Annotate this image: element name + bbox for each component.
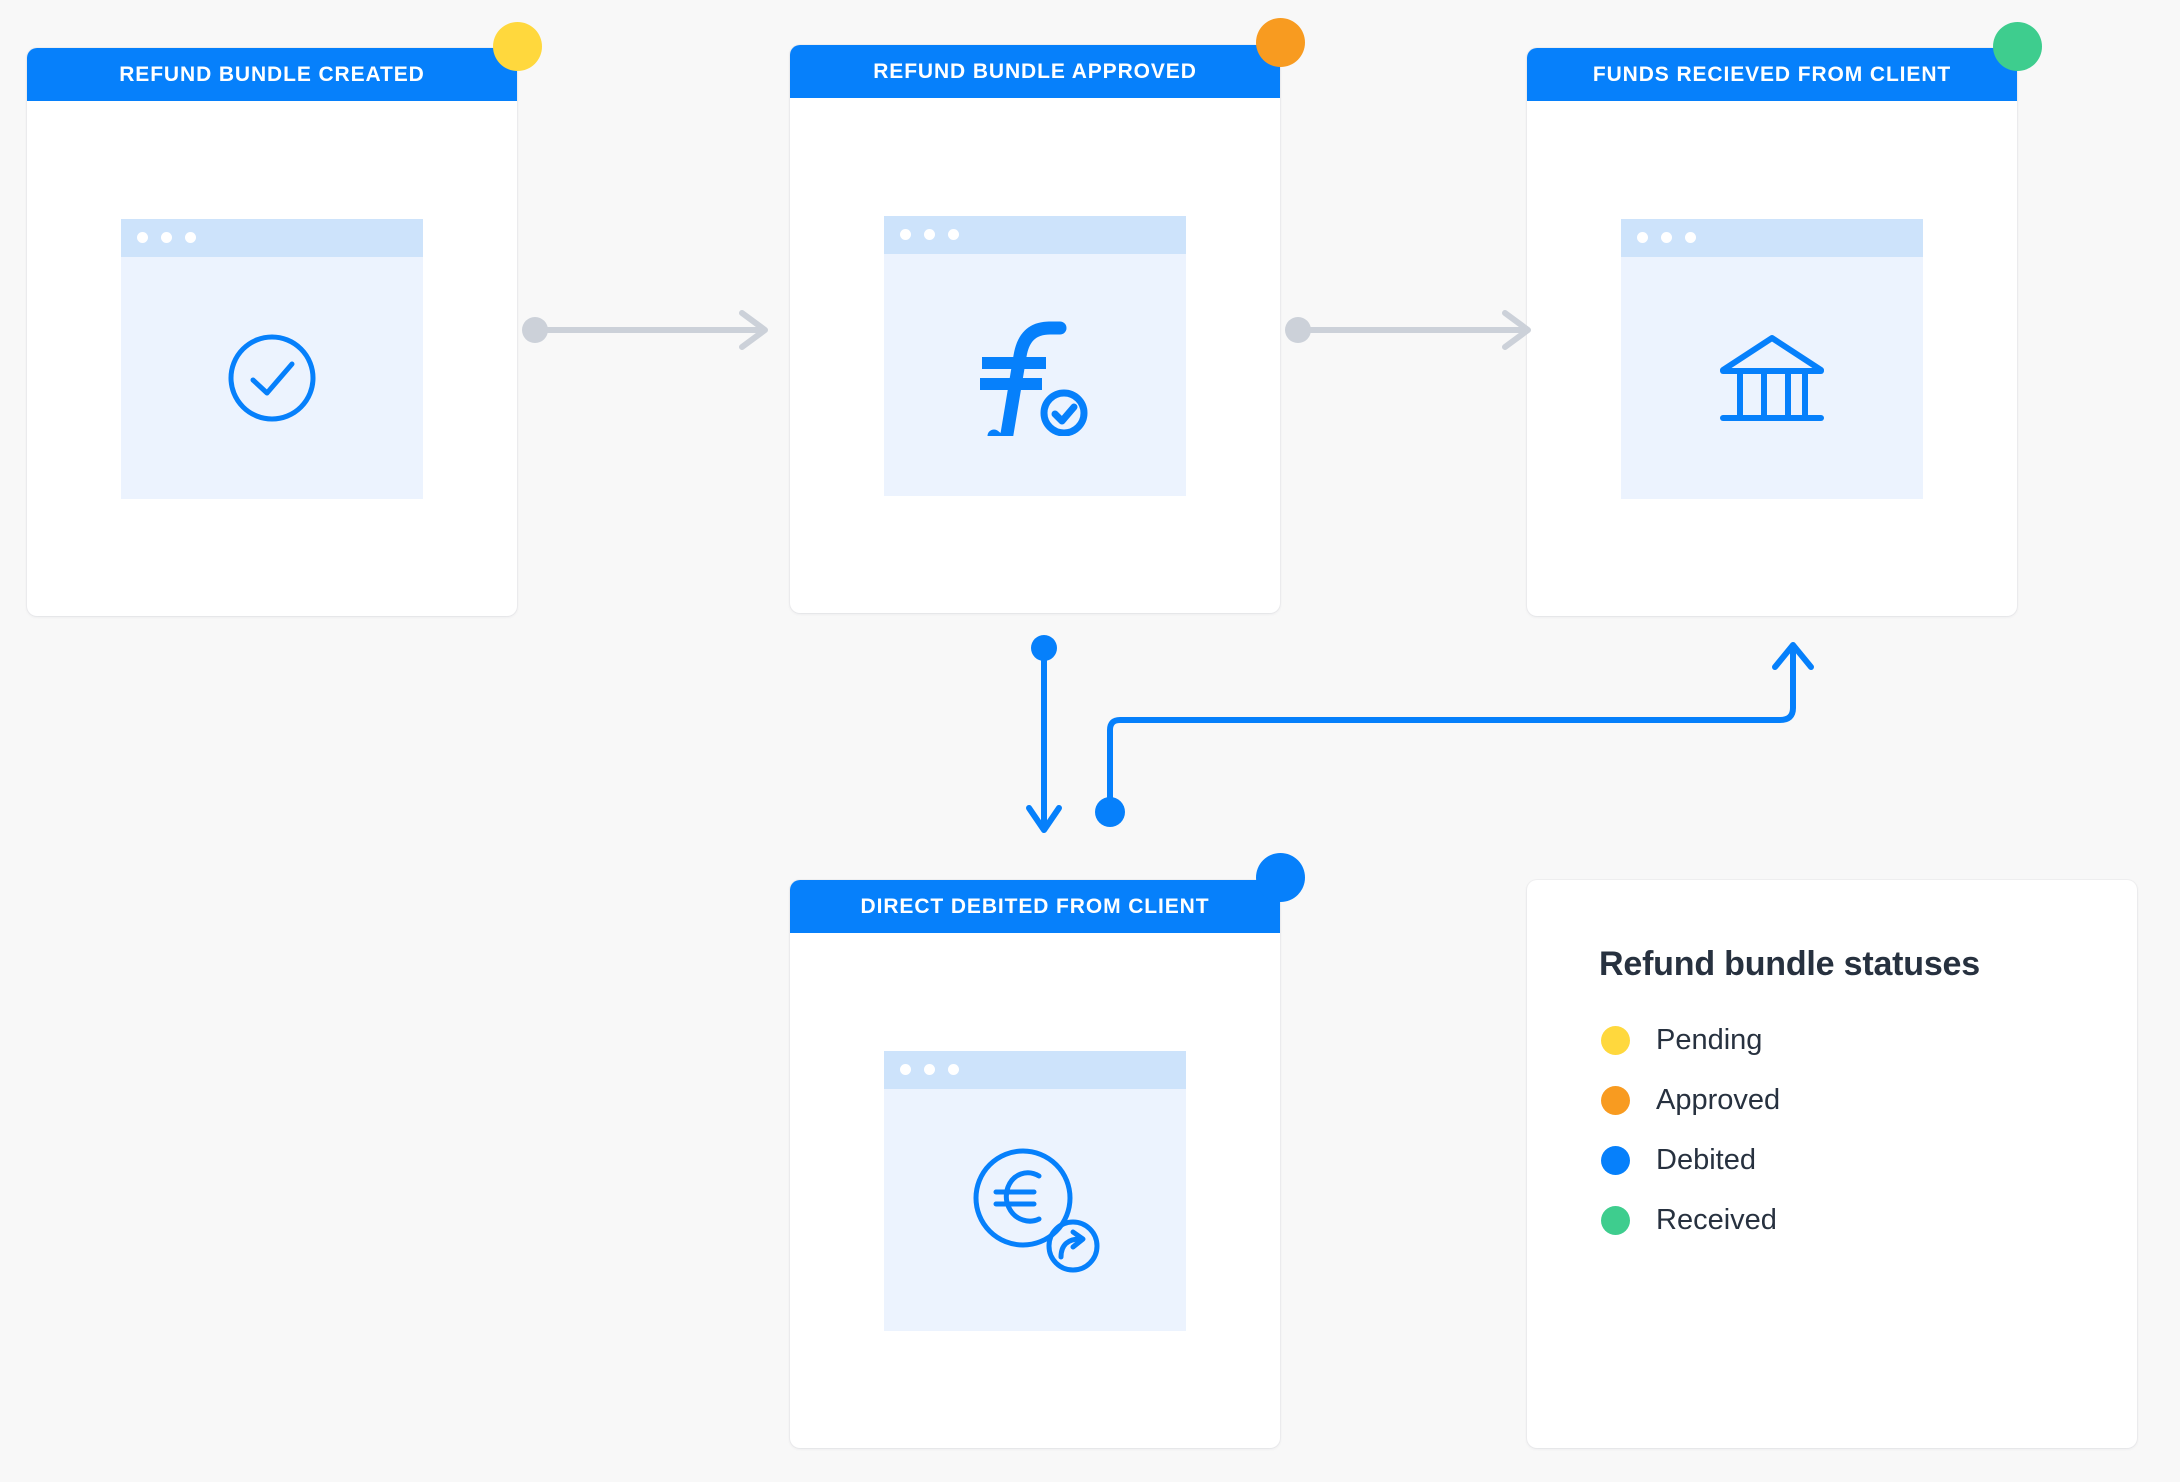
legend-item-label: Received [1656,1203,1777,1236]
legend-panel: Refund bundle statuses Pending Approved … [1527,880,2137,1448]
card-body [790,98,1280,613]
status-badge-approved [1256,18,1305,67]
browser-dot-icon [900,1064,911,1075]
card-header: DIRECT DEBITED FROM CLIENT [790,880,1280,933]
browser-dot-icon [924,1064,935,1075]
browser-dot-icon [924,229,935,240]
status-swatch-received [1601,1205,1630,1235]
legend-item-label: Debited [1656,1143,1756,1176]
browser-title-bar [121,218,423,257]
card-title: REFUND BUNDLE APPROVED [873,60,1197,83]
browser-canvas [121,257,423,499]
browser-dot-icon [948,229,959,240]
browser-dot-icon [1685,232,1696,243]
flow-card-funds-recieved-from-client[interactable]: FUNDS RECIEVED FROM CLIENT [1527,22,2042,616]
card-header: REFUND BUNDLE APPROVED [790,45,1280,98]
card-title: REFUND BUNDLE CREATED [119,63,425,86]
card-header: REFUND BUNDLE CREATED [27,48,517,101]
euro-coin-forward-icon [973,1148,1100,1272]
browser-mock [1621,218,1923,499]
legend-list: Pending Approved Debited Received [1601,1025,1780,1235]
status-swatch-approved [1601,1085,1630,1115]
browser-mock [884,1050,1186,1331]
browser-dot-icon [948,1064,959,1075]
browser-mock [884,215,1186,496]
card-body [790,933,1280,1448]
browser-dot-icon [161,232,172,243]
browser-dot-icon [1637,232,1648,243]
arrow-card1-to-card2 [522,310,768,350]
status-badge-pending [493,22,542,71]
flow-card-direct-debited-from-client[interactable]: DIRECT DEBITED FROM CLIENT [790,853,1305,1448]
browser-canvas [884,1089,1186,1331]
browser-title-bar [1621,218,1923,257]
status-badge-debited [1256,853,1305,902]
arrow-card2-to-card3 [1285,310,1531,350]
browser-dot-icon [1661,232,1672,243]
browser-dot-icon [185,232,196,243]
browser-mock [121,218,423,499]
legend-item-approved: Approved [1601,1085,1780,1115]
flow-card-refund-bundle-created[interactable]: REFUND BUNDLE CREATED [27,22,542,616]
legend-item-debited: Debited [1601,1145,1780,1175]
arrow-card4-to-card3 [1095,642,1814,827]
card-body [1527,101,2017,616]
card-header: FUNDS RECIEVED FROM CLIENT [1527,48,2017,101]
legend-item-received: Received [1601,1205,1780,1235]
browser-title-bar [884,1050,1186,1089]
card-title: DIRECT DEBITED FROM CLIENT [860,895,1210,918]
legend-title: Refund bundle statuses [1599,945,1980,983]
bank-icon [1720,334,1824,421]
status-swatch-debited [1601,1145,1630,1175]
card-body [27,101,517,616]
arrow-card2-to-card4 [1026,635,1062,833]
browser-canvas [1621,257,1923,499]
legend-item-pending: Pending [1601,1025,1780,1055]
check-circle-icon [228,334,316,421]
browser-dot-icon [900,229,911,240]
flow-card-refund-bundle-approved[interactable]: REFUND BUNDLE APPROVED [790,18,1305,613]
browser-canvas [884,254,1186,496]
legend-item-label: Approved [1656,1083,1781,1116]
card-title: FUNDS RECIEVED FROM CLIENT [1592,63,1952,86]
browser-dot-icon [137,232,148,243]
browser-title-bar [884,215,1186,254]
status-swatch-pending [1601,1025,1630,1055]
legend-item-label: Pending [1656,1023,1763,1056]
florin-approved-icon [980,321,1088,436]
status-badge-received [1993,22,2042,71]
